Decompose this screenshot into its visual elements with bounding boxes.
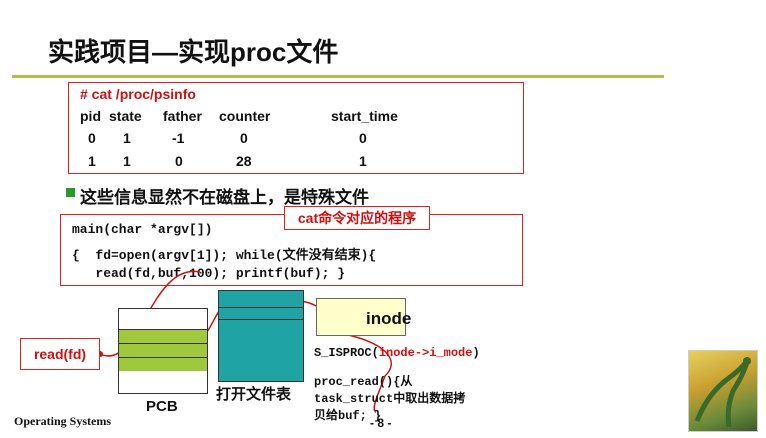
proc-read-line-3: 贝给buf; } (314, 409, 382, 423)
pcb-row (119, 343, 207, 357)
arrow-inode-to-procread (333, 331, 392, 413)
header-father: father (163, 108, 202, 124)
proc-read-line-1: proc_read(){从 (314, 375, 413, 389)
book-cover-image (688, 350, 758, 432)
row1-father: -1 (172, 130, 185, 146)
row1-pid: 0 (88, 130, 96, 146)
pcb-label: PCB (146, 398, 178, 415)
row2-state: 1 (123, 153, 131, 169)
psinfo-command: # cat /proc/psinfo (80, 86, 196, 102)
file-table-block (218, 290, 304, 382)
bullet-text: 这些信息显然不在磁盘上，是特殊文件 (80, 188, 369, 207)
file-table-divider (219, 319, 303, 320)
bullet-square-icon (66, 188, 75, 197)
pcb-row (119, 329, 207, 343)
file-table-divider (219, 307, 303, 308)
read-fd-box: read(fd) (20, 338, 100, 370)
footer-label: Operating Systems (14, 414, 111, 428)
header-counter: counter (219, 108, 271, 124)
s-isproc-suffix: ) (472, 346, 480, 360)
row2-counter: 28 (236, 153, 252, 169)
psinfo-box (68, 82, 524, 174)
pcb-block (118, 308, 208, 394)
inode-label: inode (366, 309, 412, 328)
header-pid: pid (80, 108, 101, 124)
title-rule (12, 75, 664, 78)
row2-pid: 1 (88, 153, 96, 169)
header-state: state (109, 108, 142, 124)
row1-start-time: 0 (359, 130, 367, 146)
proc-read-line-2: task_struct中取出数据拷 (314, 392, 466, 406)
slide-title: 实践项目—实现proc文件 (48, 37, 339, 67)
s-isproc-prefix: S_ISPROC( (314, 346, 379, 360)
code-line-1: main(char *argv[]) (72, 222, 213, 237)
callout-cat-program: cat命令对应的程序 (284, 206, 430, 230)
dinosaur-icon (694, 357, 751, 428)
s-isproc-arg: inode->i_mode (378, 346, 473, 360)
row2-start-time: 1 (359, 153, 367, 169)
page-number: - 8 - (370, 416, 392, 430)
file-table-label: 打开文件表 (216, 386, 292, 403)
code-line-3: read(fd,buf,100); printf(buf); } (72, 266, 346, 281)
header-start-time: start_time (331, 108, 398, 124)
s-isproc-line: S_ISPROC(inode->i_mode) (314, 346, 480, 360)
row2-father: 0 (175, 153, 183, 169)
pcb-row (119, 357, 207, 371)
row1-state: 1 (123, 130, 131, 146)
inode-block (316, 298, 406, 336)
code-line-2: { fd=open(argv[1]); while(文件没有结束){ (72, 248, 377, 263)
row1-counter: 0 (240, 130, 248, 146)
